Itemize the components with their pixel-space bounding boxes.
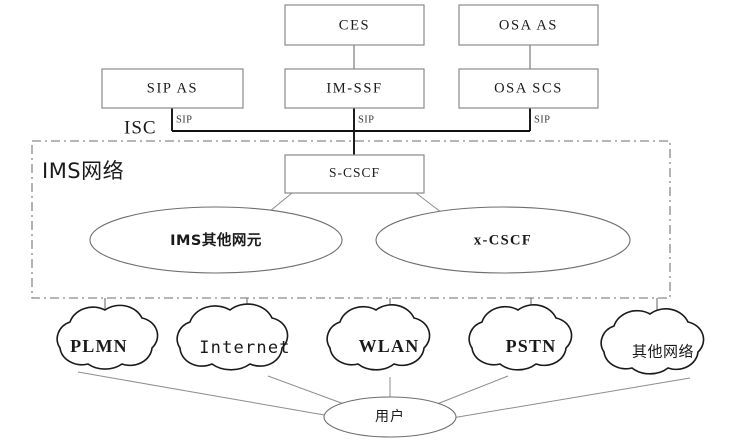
ellipse-user-label: 用户 xyxy=(375,408,405,425)
box-ces xyxy=(284,4,425,46)
box-osa-as xyxy=(458,4,599,46)
box-s-cscf-label: S-CSCF xyxy=(329,165,380,180)
sip-label-middle: SIP xyxy=(358,114,374,125)
ellipse-ims-other-elements xyxy=(89,206,343,274)
link-plmn-to-user xyxy=(77,371,331,417)
link-pstn-to-user xyxy=(436,375,509,405)
ims-network-region xyxy=(31,140,671,299)
box-im-ssf-label: IM-SSF xyxy=(326,80,382,96)
box-osa-scs xyxy=(458,68,599,109)
ellipse-user xyxy=(323,396,457,438)
cloud-pstn-label: PSTN xyxy=(506,336,557,356)
ellipse-x-cscf-label: x-CSCF xyxy=(474,232,532,248)
box-osa-as-label: OSA AS xyxy=(499,17,558,33)
box-ces-label: CES xyxy=(339,17,370,33)
cloud-other-network: 其他网络 xyxy=(600,308,705,375)
cloud-internet-label: Internet xyxy=(199,338,290,358)
sip-label-right: SIP xyxy=(534,114,550,125)
cloud-wlan-label: WLAN xyxy=(359,336,420,356)
ellipse-x-cscf xyxy=(375,206,631,274)
box-osa-scs-label: OSA SCS xyxy=(494,80,563,96)
sip-label-left: SIP xyxy=(176,114,192,125)
box-sip-as xyxy=(101,68,244,109)
cloud-pstn: PSTN xyxy=(468,304,573,371)
box-s-cscf xyxy=(284,154,425,194)
ims-network-region-label: IMS网络 xyxy=(42,159,124,183)
ellipse-ims-other-elements-label: IMS其他网元 xyxy=(170,231,262,249)
cloud-plmn: PLMN xyxy=(56,304,159,370)
isc-bus-label: ISC xyxy=(124,117,157,138)
cloud-plmn-label: PLMN xyxy=(70,336,128,356)
box-sip-as-label: SIP AS xyxy=(147,80,198,96)
box-im-ssf xyxy=(284,68,425,109)
cloud-other-network-label: 其他网络 xyxy=(632,343,694,361)
link-other-network-to-user xyxy=(451,377,691,419)
cloud-wlan: WLAN xyxy=(326,304,431,371)
cloud-internet: Internet xyxy=(176,303,290,371)
link-internet-to-user xyxy=(267,375,345,405)
